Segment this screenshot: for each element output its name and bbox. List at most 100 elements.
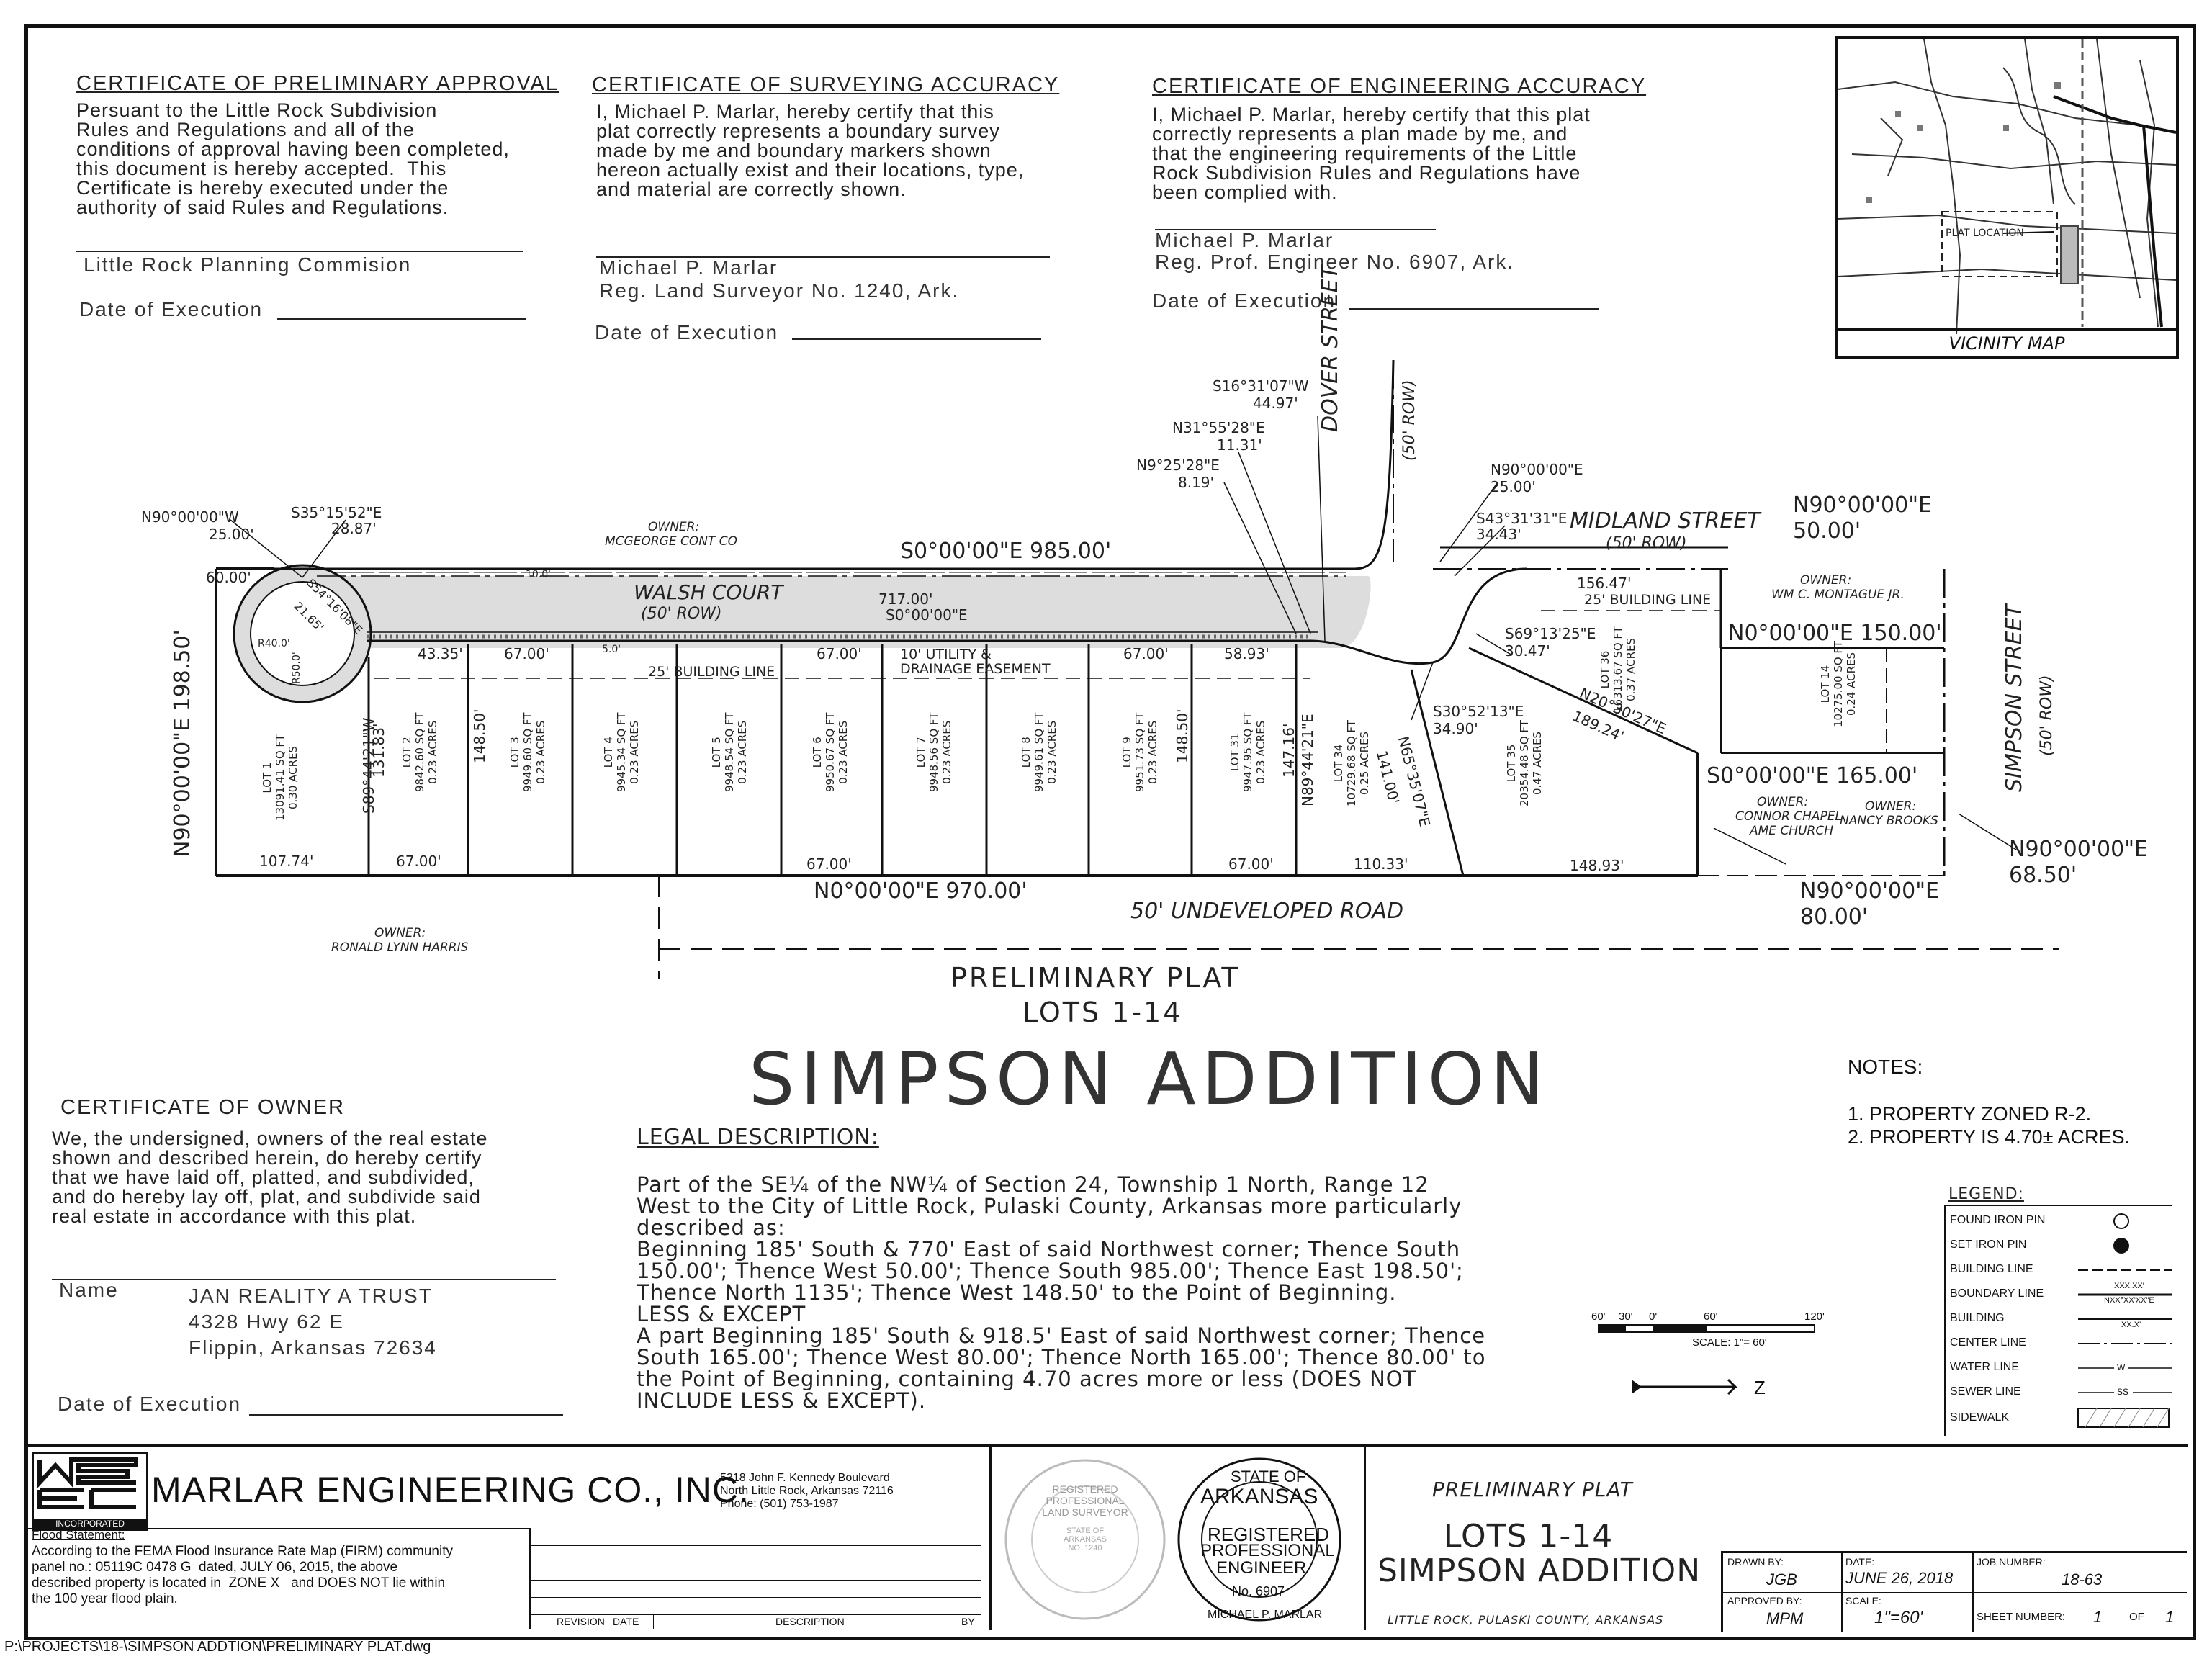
dim-67a: 67.00' bbox=[504, 645, 549, 662]
cert-engineering-body: I, Michael P. Marlar, hereby certify tha… bbox=[1152, 104, 1591, 203]
bearing-west: N90°00'00"E 198.50' bbox=[170, 629, 195, 857]
company-address: 5318 John F. Kennedy Boulevard North Lit… bbox=[720, 1472, 894, 1510]
walsh-court-row: (50' ROW) bbox=[641, 605, 722, 623]
walsh-court-label: WALSH COURT bbox=[634, 580, 783, 604]
midland-street-row: (50' ROW) bbox=[1606, 534, 1687, 552]
bearing-n9-len: 8.19' bbox=[1178, 474, 1215, 491]
owner-church: CONNOR CHAPEL bbox=[1735, 809, 1843, 824]
dim-110: 110.33' bbox=[1354, 855, 1408, 873]
notes-heading: NOTES: bbox=[1848, 1056, 1923, 1078]
date-label: Date of Execution bbox=[595, 321, 779, 343]
date-label: DATE: bbox=[1845, 1556, 1875, 1568]
rev-header-revision: REVISION bbox=[557, 1616, 605, 1627]
dim-58: 58.93' bbox=[1224, 645, 1269, 662]
dim-148: 148.50' bbox=[471, 709, 488, 763]
building-line-label-2: 25' BUILDING LINE bbox=[1584, 592, 1712, 608]
signature-line bbox=[1155, 229, 1436, 230]
dim-107: 107.74' bbox=[259, 853, 314, 870]
drawing-frame bbox=[24, 24, 2196, 1640]
legend: LEGEND: FOUND IRON PIN SET IRON PIN BUIL… bbox=[1944, 1185, 2172, 1436]
dim-67e: 67.00' bbox=[396, 853, 441, 870]
dim-43: 43.35' bbox=[418, 645, 463, 662]
surveyor-seal-mid: STATE OF ARKANSAS NO. 1240 bbox=[1064, 1527, 1107, 1552]
dim-67c: 67.00' bbox=[1123, 645, 1169, 662]
seal-registered: REGISTERED bbox=[1208, 1524, 1330, 1545]
cert-preliminary-body: Persuant to the Little Rock Subdivision … bbox=[76, 99, 510, 218]
bearing-n90w-len: 25.00' bbox=[209, 526, 254, 543]
legend-item-sewer-line: SEWER LINE bbox=[1950, 1385, 2021, 1398]
bearing-n31-len: 11.31' bbox=[1217, 436, 1262, 454]
job-number: 18-63 bbox=[2062, 1570, 2103, 1588]
company-logo-mark bbox=[37, 1457, 138, 1509]
approved-by-label: APPROVED BY: bbox=[1727, 1595, 1802, 1606]
midland-street-label: MIDLAND STREET bbox=[1570, 508, 1761, 534]
bearing-s0-165: S0°00'00"E 165.00' bbox=[1707, 763, 1918, 788]
rev-header-date: DATE bbox=[613, 1616, 639, 1627]
seal-state-of: STATE OF bbox=[1231, 1467, 1306, 1485]
owner-harris: RONALD LYNN HARRIS bbox=[331, 940, 469, 955]
owner-label: OWNER: bbox=[374, 926, 426, 940]
cert-surveying-title: CERTIFICATE OF SURVEYING ACCURACY bbox=[592, 73, 1060, 96]
signature-line bbox=[596, 256, 1050, 258]
legend-item-found-iron-pin: FOUND IRON PIN bbox=[1950, 1214, 2046, 1226]
dover-street-row: (50' ROW) bbox=[1401, 379, 1419, 461]
plat-location-marker bbox=[2060, 225, 2079, 284]
seals: REGISTERED PROFESSIONAL LAND SURVEYOR ST… bbox=[989, 1447, 1366, 1630]
owner-church-2: AME CHURCH bbox=[1750, 824, 1834, 838]
job-number-label: JOB NUMBER: bbox=[1977, 1556, 2046, 1568]
bearing-n90-50-len: 50.00' bbox=[1793, 518, 1861, 544]
building-line-label: 25' BUILDING LINE bbox=[648, 664, 775, 680]
set-iron-pin-symbol bbox=[2113, 1238, 2129, 1254]
cert-owner-title: CERTIFICATE OF OWNER bbox=[60, 1096, 345, 1119]
cert-surveying-body: I, Michael P. Marlar, hereby certify tha… bbox=[596, 101, 1025, 200]
cert-surveying-reg: Reg. Land Surveyor No. 1240, Ark. bbox=[599, 279, 960, 302]
bearing-n90-68-len: 68.50' bbox=[2009, 863, 2077, 888]
drawn-by-label: DRAWN BY: bbox=[1727, 1556, 1784, 1568]
bearing-n90-80-len: 80.00' bbox=[1800, 904, 1869, 930]
company-name: MARLAR ENGINEERING CO., INC. bbox=[151, 1470, 750, 1510]
legal-body: Part of the SE¼ of the NW¼ of Section 24… bbox=[637, 1172, 1486, 1413]
dim-67f: 67.00' bbox=[806, 855, 852, 873]
date-line bbox=[277, 318, 526, 320]
sheet-number: 1 bbox=[2093, 1608, 2103, 1626]
vicinity-map-drawing bbox=[1838, 39, 2176, 335]
legend-boundary-sample-2: NXX°XX'XX"E bbox=[2104, 1296, 2154, 1305]
date-line bbox=[1349, 308, 1599, 310]
bearing-s43: S43°31'31"E bbox=[1476, 510, 1568, 527]
owner-address: 4328 Hwy 62 E bbox=[189, 1310, 344, 1333]
legend-boundary-sample: XXX.XX' bbox=[2114, 1282, 2144, 1290]
title-main: SIMPSON ADDITION bbox=[749, 1037, 1550, 1121]
flood-body: According to the FEMA Flood Insurance Ra… bbox=[32, 1544, 453, 1606]
bearing-s69-len: 30.47' bbox=[1505, 642, 1550, 660]
owner-name: JAN REALITY A TRUST bbox=[189, 1285, 433, 1307]
scale-tick-60-left: 60' bbox=[1591, 1310, 1606, 1323]
logo-sub: INCORPORATED bbox=[34, 1519, 146, 1529]
title-block: INCORPORATED MARLAR ENGINEERING CO., INC… bbox=[27, 1444, 2188, 1633]
walsh-bearing: S0°00'00"E bbox=[886, 606, 968, 624]
owner-label: OWNER: bbox=[1800, 573, 1852, 588]
bearing-n9: N9°25'28"E bbox=[1136, 457, 1220, 474]
date-label: Date of Execution bbox=[1152, 289, 1336, 312]
name-label: Name bbox=[59, 1279, 119, 1301]
cert-owner-body: We, the undersigned, owners of the real … bbox=[52, 1128, 488, 1227]
bearing-n90-50: N90°00'00"E bbox=[1793, 493, 1932, 518]
legend-heading: LEGEND: bbox=[1948, 1185, 2024, 1203]
bearing-s16: S16°31'07"W bbox=[1213, 377, 1309, 395]
sheet-total: 1 bbox=[2165, 1608, 2175, 1626]
dim-67b: 67.00' bbox=[817, 645, 862, 662]
dim-131: 131.83' bbox=[370, 723, 387, 778]
dim-156: 156.47' bbox=[1577, 575, 1632, 592]
sheet-number-label: SHEET NUMBER: bbox=[1977, 1611, 2066, 1623]
dim-60: 60.00' bbox=[206, 569, 251, 586]
sheet-of: OF bbox=[2129, 1611, 2144, 1623]
dim-67g: 67.00' bbox=[1228, 855, 1274, 873]
simpson-street-label: SIMPSON STREET bbox=[2002, 604, 2027, 792]
